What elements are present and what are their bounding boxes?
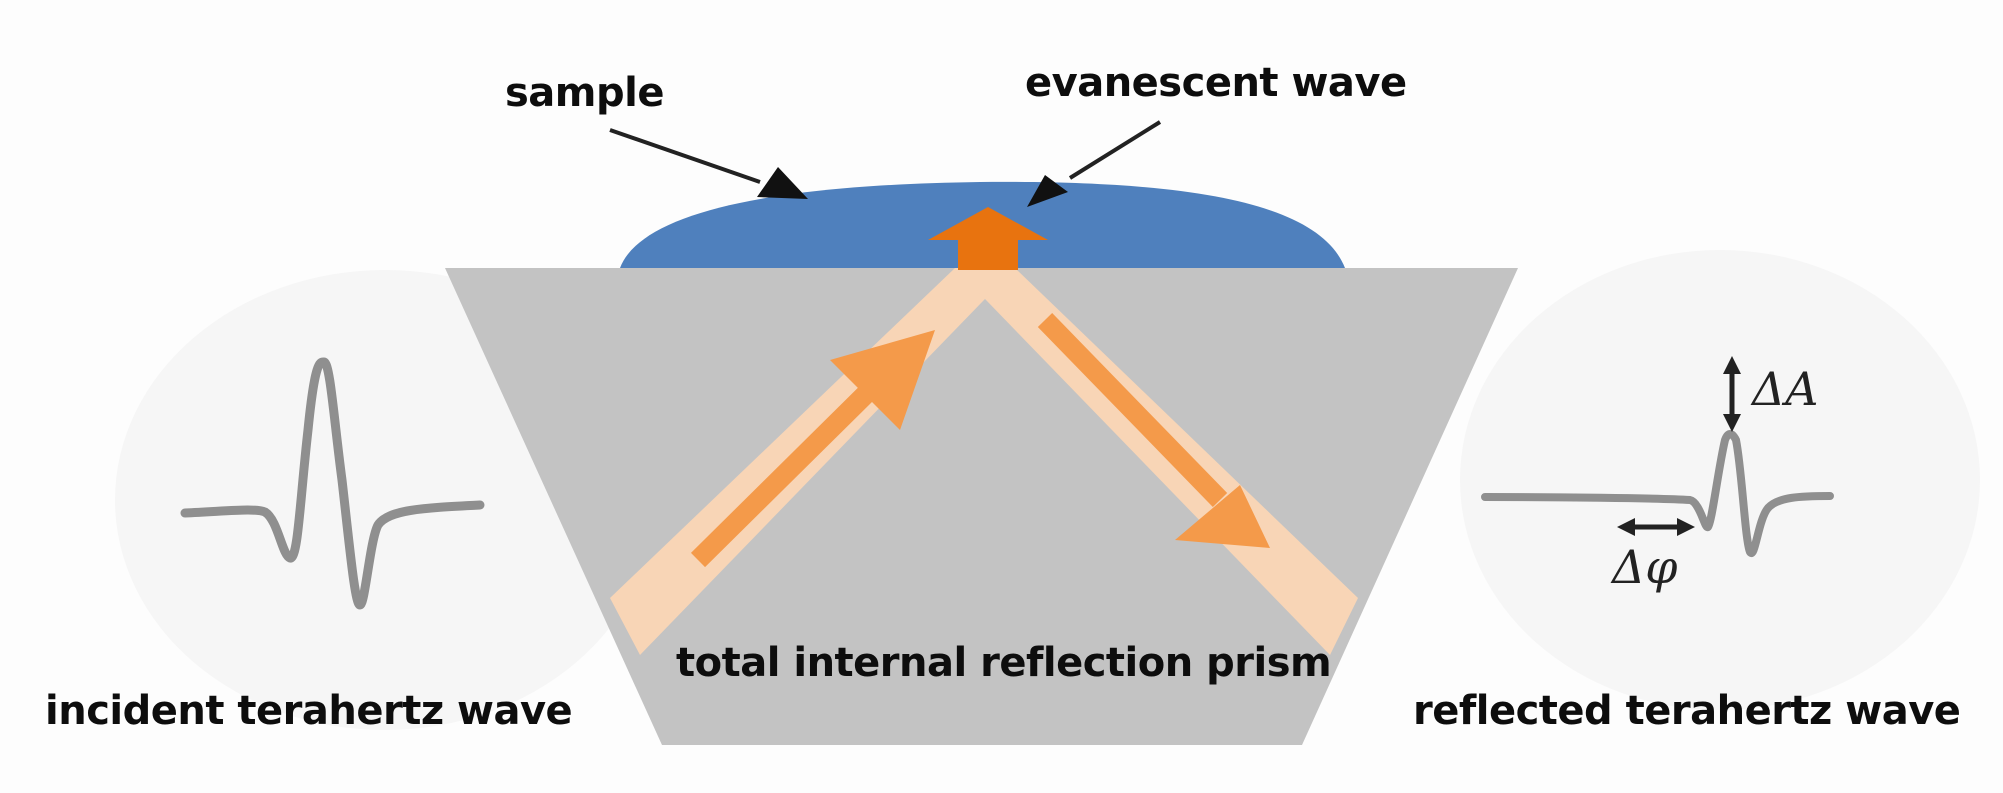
prism (445, 268, 1518, 745)
incident-waveform (180, 357, 485, 610)
reflected-beam-band (955, 268, 1358, 655)
evanescent-pointer (1027, 120, 1162, 207)
reflected-beam-arrow (1037, 313, 1270, 548)
delta-phase-arrow (1617, 518, 1695, 536)
delta-amplitude-arrow (1723, 356, 1741, 432)
incident-beam-arrow (690, 330, 935, 568)
delta-amplitude-label: ΔA (1752, 362, 1819, 416)
sample-pointer (609, 128, 808, 199)
sample-label: sample (505, 70, 664, 116)
evanescent-arrow (928, 207, 1048, 270)
reflected-wave-label: reflected terahertz wave (1413, 688, 1961, 734)
reflected-waveform (1481, 430, 1834, 557)
delta-phase-label: Δφ (1612, 540, 1678, 594)
evanescent-wave-label: evanescent wave (1025, 60, 1407, 106)
prism-label: total internal reflection prism (676, 640, 1332, 686)
incident-wave-label: incident terahertz wave (45, 688, 573, 734)
